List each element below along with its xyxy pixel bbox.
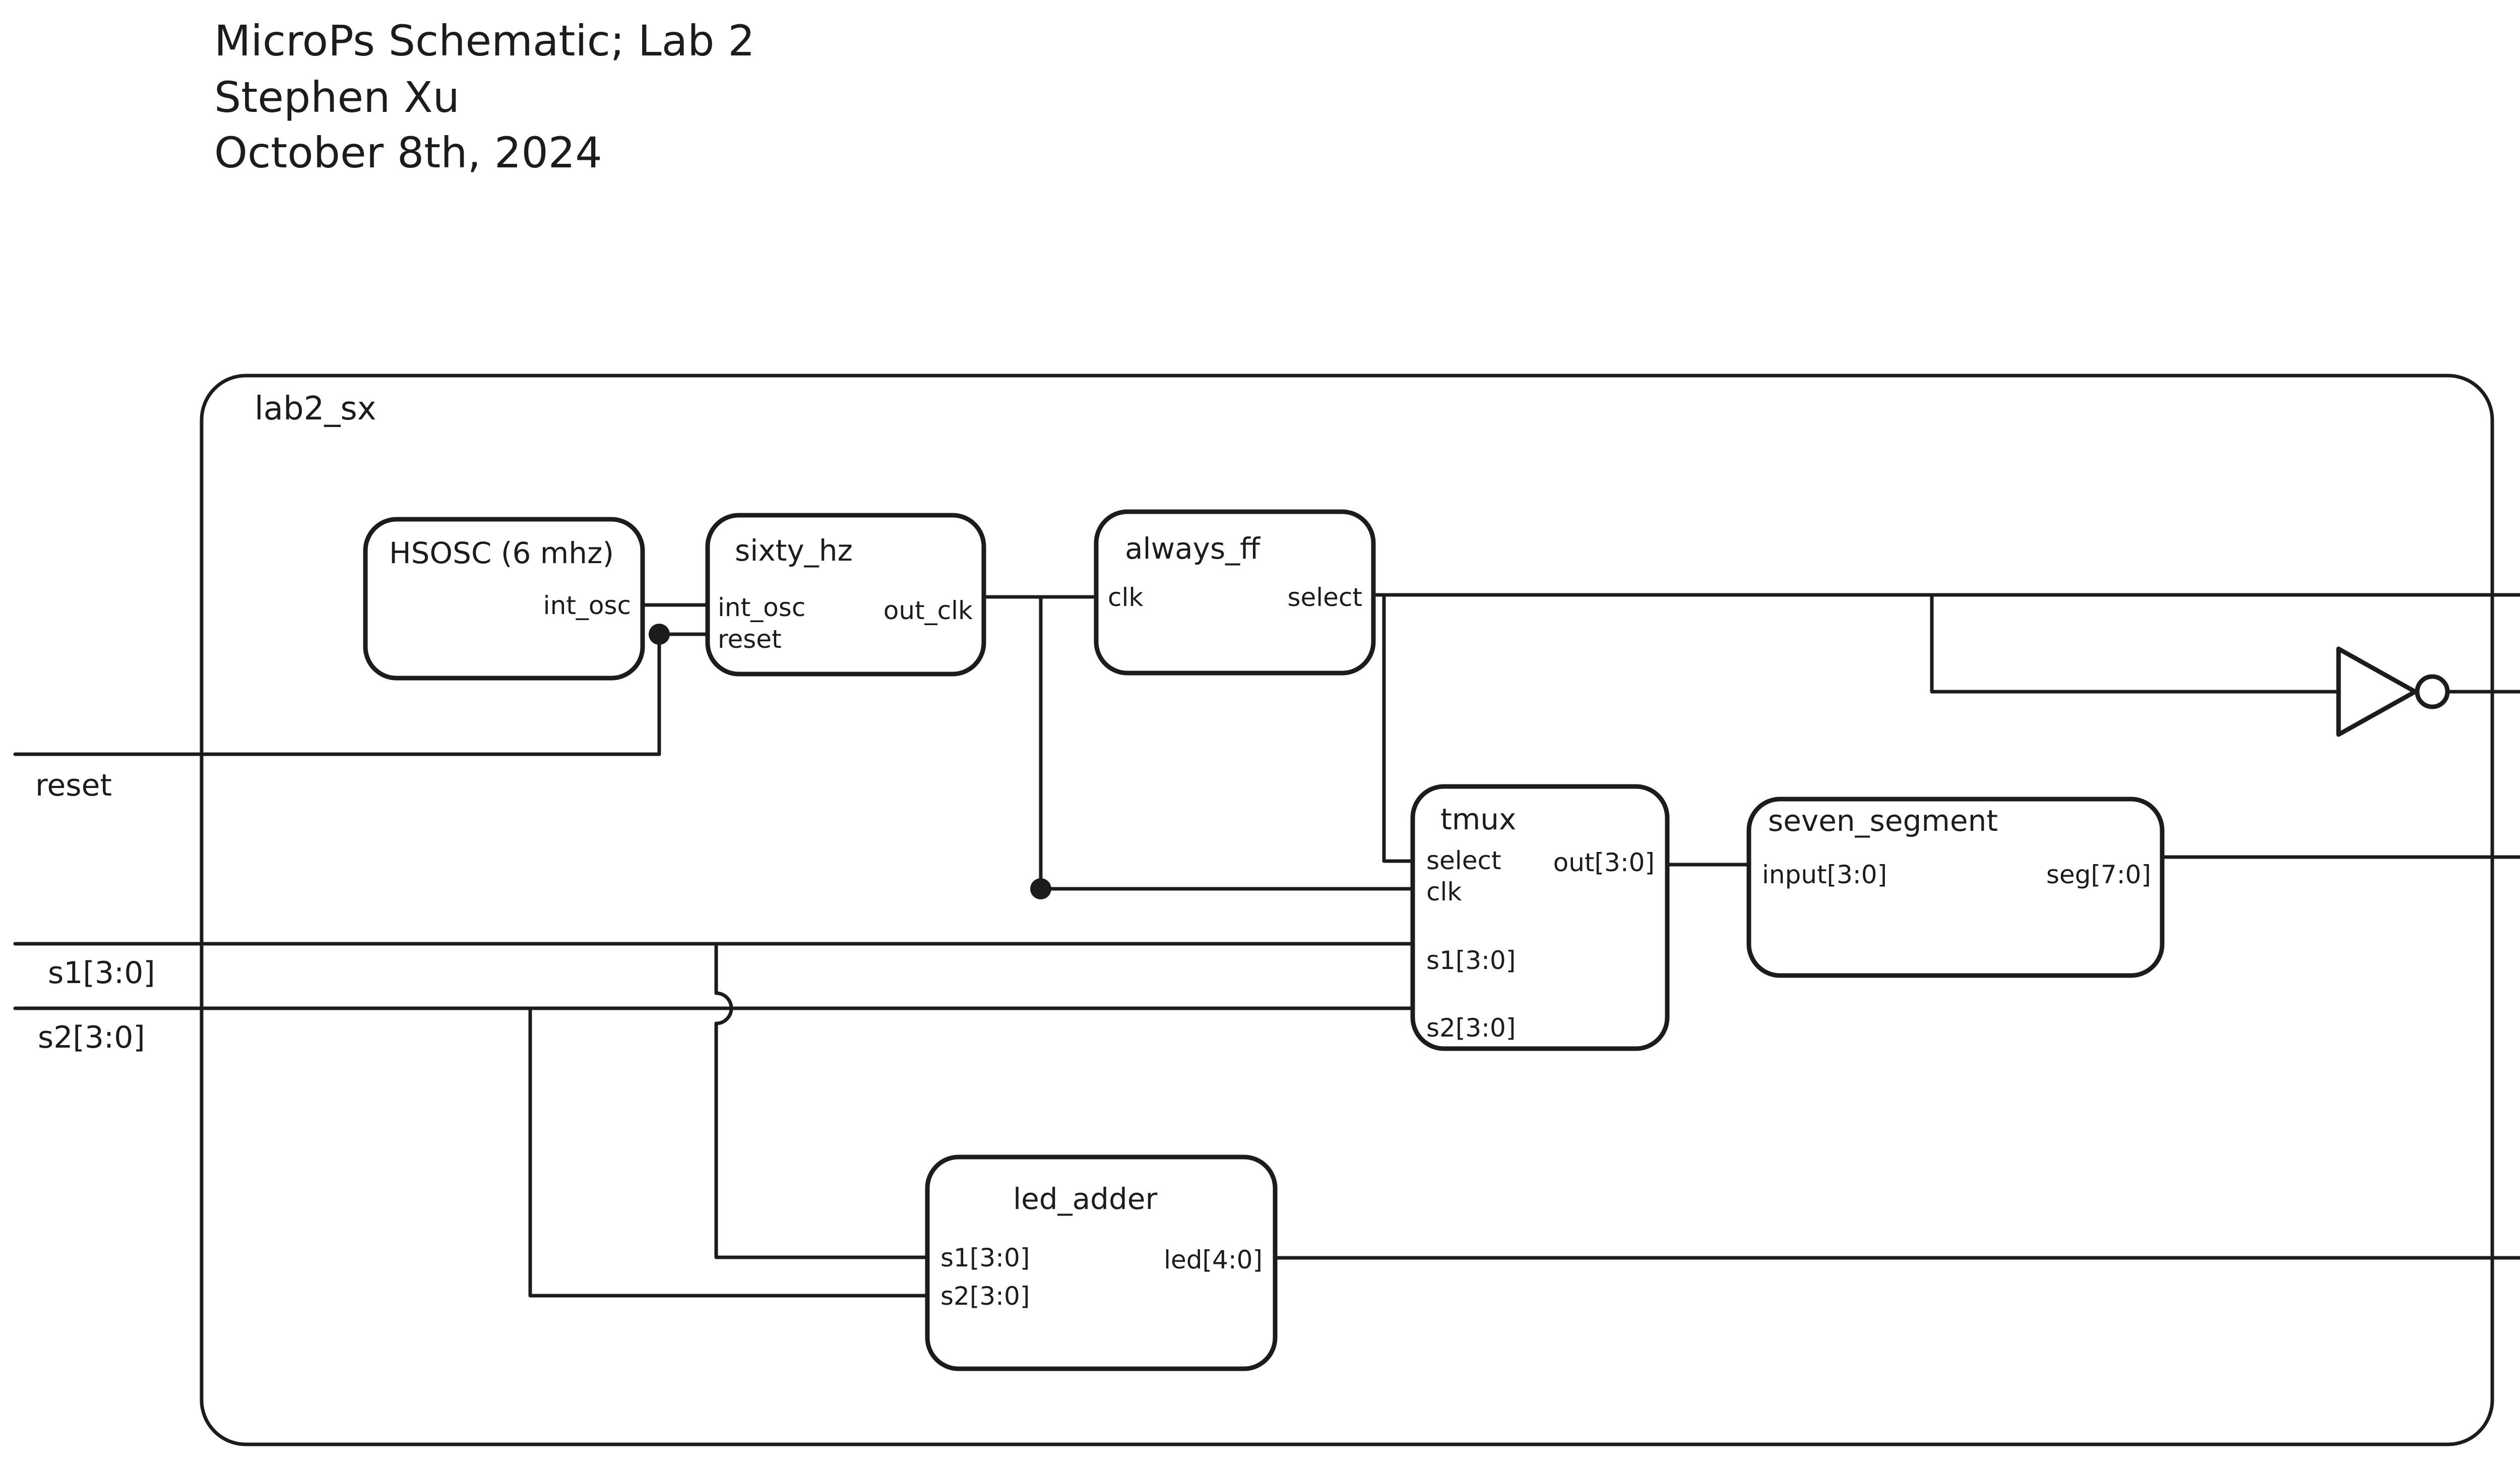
wire-s2-branch <box>528 1006 929 1298</box>
port-always-ff-clk: clk <box>1108 583 1143 612</box>
block-sixty-hz-title: sixty_hz <box>735 533 853 568</box>
wire-hop-icon <box>714 942 929 1259</box>
header-date: October 8th, 2024 <box>214 128 602 177</box>
external-signal-labels: reset s1[3:0] s2[3:0] on1 on2 seg[7:0] l… <box>35 768 155 1055</box>
block-tmux: tmux select clk s1[3:0] s2[3:0] out[3:0] <box>1410 784 1670 1051</box>
port-tmux-out: out[3:0] <box>1553 848 1655 877</box>
port-tmux-s2: s2[3:0] <box>1426 1013 1516 1043</box>
block-tmux-title: tmux <box>1440 802 1516 836</box>
block-seven-segment-box <box>1746 797 2165 978</box>
signal-label-s2: s2[3:0] <box>38 1020 145 1055</box>
port-led-adder-s1: s1[3:0] <box>940 1243 1030 1272</box>
block-always-ff: always_ff clk select <box>1094 509 1376 676</box>
port-led-adder-s2: s2[3:0] <box>940 1282 1030 1311</box>
block-led-adder-box <box>925 1154 1278 1371</box>
block-always-ff-title: always_ff <box>1125 531 1261 566</box>
not-gate-triangle <box>2336 646 2418 737</box>
port-seven-segment-seg: seg[7:0] <box>2046 860 2151 889</box>
port-tmux-s1: s1[3:0] <box>1426 946 1516 975</box>
port-sixty-hz-reset: reset <box>718 625 782 654</box>
block-sixty-hz: sixty_hz int_osc reset out_clk <box>705 513 986 677</box>
port-seven-segment-input: input[3:0] <box>1762 860 1887 889</box>
port-tmux-clk: clk <box>1426 877 1462 906</box>
port-tmux-select: select <box>1426 846 1501 875</box>
port-always-ff-select: select <box>1287 583 1362 612</box>
wire-select-branch <box>1382 593 1415 863</box>
wire-inverter-input <box>1930 593 2341 694</box>
block-always-ff-box <box>1094 509 1376 676</box>
block-seven-segment: seven_segment input[3:0] seg[7:0] <box>1746 797 2165 978</box>
block-led-adder: led_adder s1[3:0] s2[3:0] led[4:0] <box>925 1154 1278 1371</box>
block-led-adder-title: led_adder <box>1013 1182 1157 1216</box>
port-led-adder-led: led[4:0] <box>1164 1245 1263 1274</box>
block-tmux-box <box>1410 784 1670 1051</box>
port-sixty-hz-intosc: int_osc <box>718 593 805 622</box>
port-hsosc-intosc: int_osc <box>543 591 631 620</box>
port-sixty-hz-outclk: out_clk <box>884 596 973 625</box>
block-seven-segment-title: seven_segment <box>1768 804 1998 838</box>
wires <box>13 593 2520 1298</box>
junction-dot-icon <box>1030 878 1051 899</box>
schematic-header: MicroPs Schematic; Lab 2 Stephen Xu Octo… <box>214 16 755 177</box>
signal-label-reset: reset <box>35 768 112 803</box>
block-hsosc-title: HSOSC (6 mhz) <box>389 536 614 570</box>
wire-reset <box>13 632 710 756</box>
signal-label-s1: s1[3:0] <box>48 955 155 991</box>
header-author: Stephen Xu <box>214 73 460 122</box>
block-hsosc-box <box>363 517 645 681</box>
junction-dot-icon <box>649 624 670 645</box>
not-gate-bubble <box>2415 674 2450 709</box>
header-title: MicroPs Schematic; Lab 2 <box>214 16 755 66</box>
block-sixty-hz-box <box>705 513 986 677</box>
lab2-sx-module-label: lab2_sx <box>255 390 376 428</box>
lab2-sx-module-box <box>200 374 2494 1446</box>
not-gate-icon <box>2336 646 2450 737</box>
block-hsosc: HSOSC (6 mhz) int_osc <box>363 517 645 681</box>
